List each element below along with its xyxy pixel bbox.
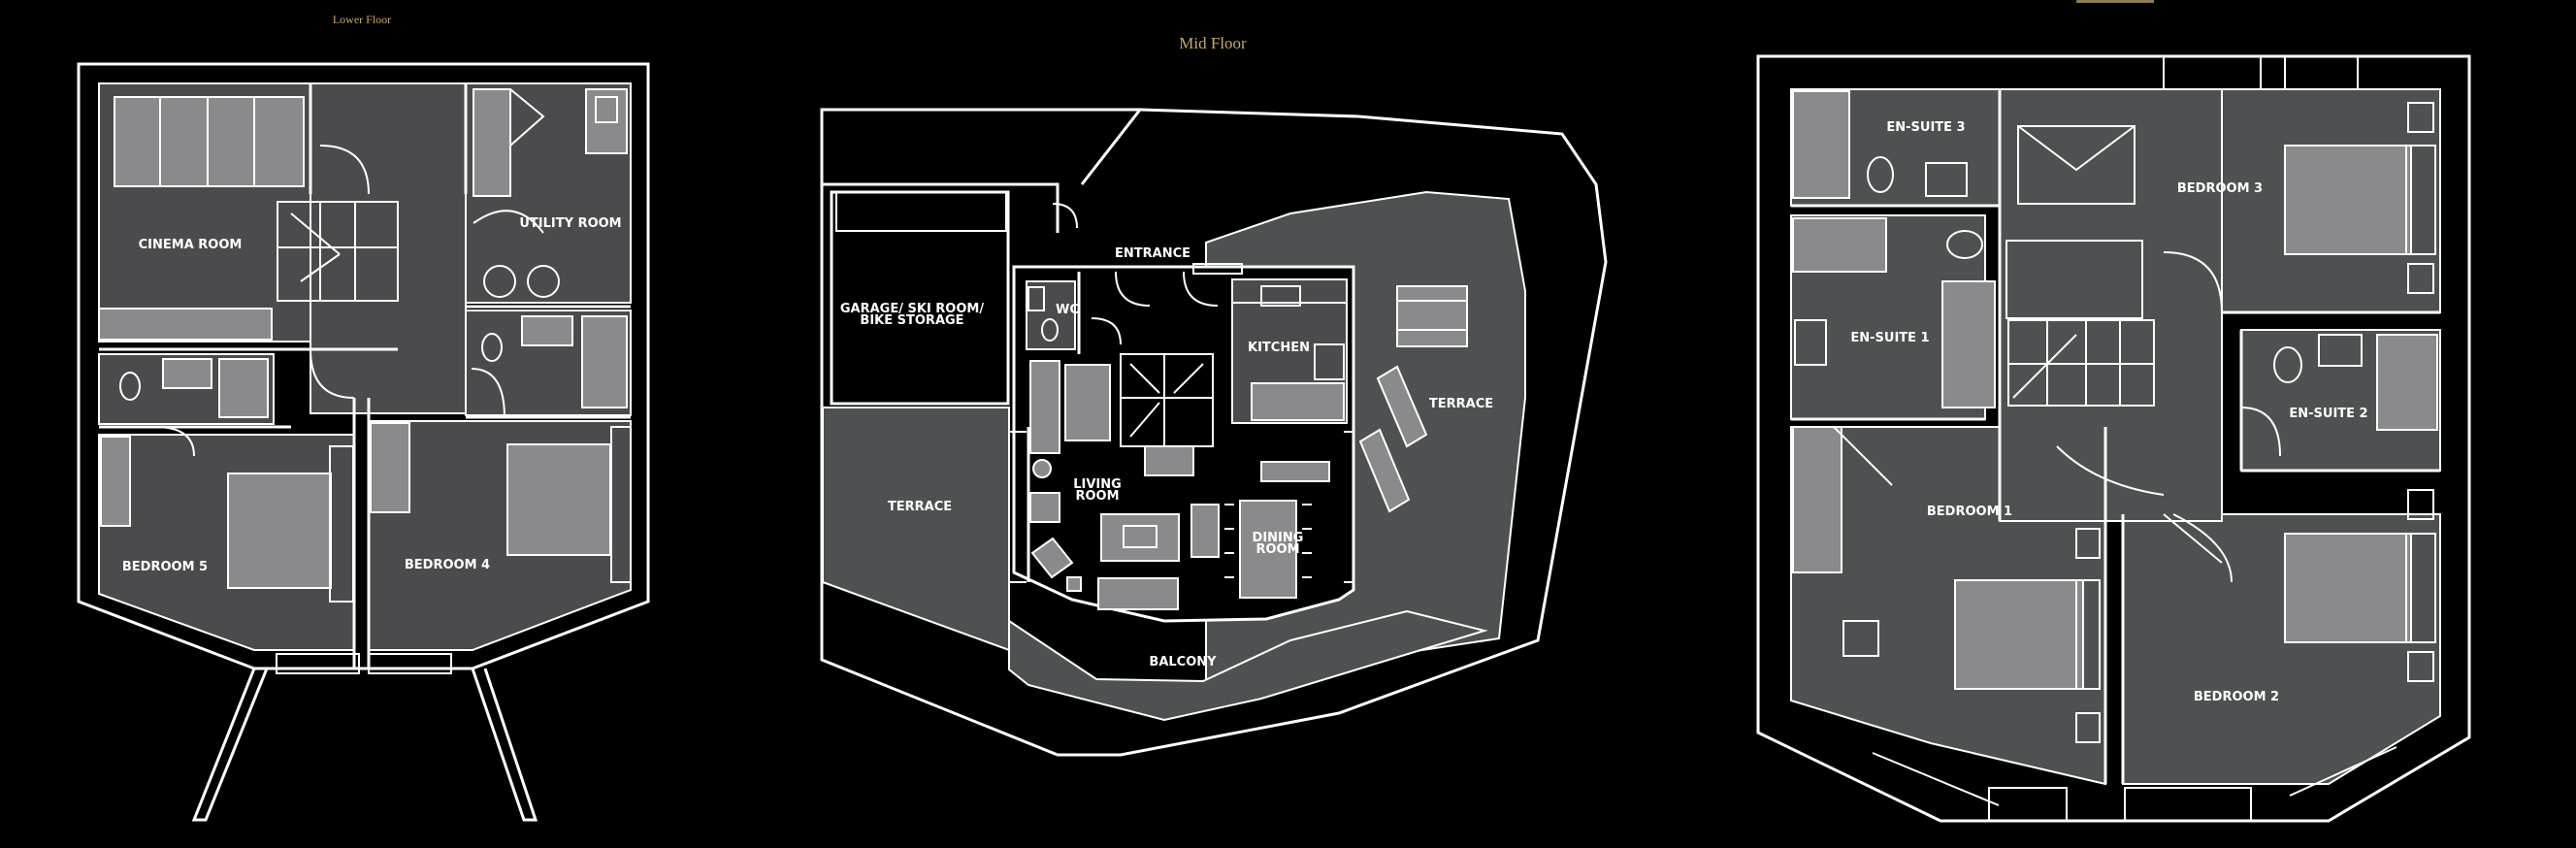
bedroom-4-label: BEDROOM 4	[405, 558, 490, 572]
entrance-label: ENTRANCE	[1115, 246, 1190, 261]
stair-landing	[1144, 445, 1194, 476]
dining-bench	[1260, 461, 1330, 482]
armchair-right	[1190, 504, 1220, 558]
cinema-seats	[114, 96, 305, 187]
wc-room	[1026, 280, 1076, 350]
mid-floor-plan: Mid Floor	[820, 34, 1608, 757]
toilet-icon	[119, 372, 141, 401]
dining-room-label-line2: ROOM	[1255, 542, 1299, 557]
cinema-screen	[98, 308, 273, 341]
bed-bedroom-5	[227, 473, 332, 589]
dryer-icon	[527, 265, 560, 298]
washbasin-icon-ensuite-1	[1794, 319, 1827, 366]
armchair-left	[1029, 492, 1060, 523]
utility-cupboard	[473, 88, 511, 197]
hob-icon	[1314, 343, 1345, 380]
garage-label-line1: GARAGE/ SKI ROOM/	[840, 302, 984, 316]
toilet-icon-ensuite-3	[1867, 156, 1894, 193]
living-room-label-line1: LIVING	[1073, 477, 1122, 492]
mid-floor-outline	[820, 108, 1608, 757]
bathtub-icon	[1941, 280, 1996, 408]
bedroom-5-label: BEDROOM 5	[122, 560, 208, 574]
cinema-room-label: CINEMA ROOM	[139, 238, 243, 252]
shower-icon-ensuite-2	[2376, 334, 2438, 431]
plant-icon	[1032, 459, 1052, 478]
en-suite-1-label: EN-SUITE 1	[1850, 331, 1929, 345]
lower-floor-plan: Lower Floor	[77, 13, 650, 822]
garage-label-line2: BIKE STORAGE	[860, 313, 963, 328]
lower-floor-struts	[191, 668, 538, 822]
shower-icon-2	[581, 315, 628, 408]
wardrobe-bedroom-1	[1792, 426, 1842, 573]
entrance-doors	[1052, 203, 1219, 345]
bed-bedroom-3	[2284, 145, 2412, 255]
shower-icon-ensuite-1	[1792, 217, 1887, 273]
living-tv-unit	[1064, 364, 1111, 441]
upper-floor-plan: EN-SUITE 3 BEDROOM 3 EN-SUITE 1 EN-SUITE…	[1756, 0, 2471, 823]
lower-stairs	[277, 201, 399, 302]
bed-bedroom-4	[506, 443, 611, 556]
washbasin-icon-ensuite-3	[1925, 162, 1968, 197]
balcony-label: BALCONY	[1149, 655, 1217, 669]
sunlounger-2	[1358, 428, 1411, 513]
shower-icon	[218, 358, 269, 418]
garage-ski-bike-storage	[830, 190, 1010, 406]
toilet-icon-ensuite-1	[1946, 230, 1983, 259]
en-suite-3-label: EN-SUITE 3	[1886, 120, 1965, 135]
utility-room-label: UTILITY ROOM	[519, 216, 621, 231]
balcony	[1008, 609, 1488, 722]
armchair-angled	[1030, 537, 1074, 579]
side-table	[1066, 576, 1082, 592]
shower-icon-ensuite-3	[1792, 90, 1850, 199]
toilet-icon-ensuite-2	[2273, 346, 2302, 383]
terrace-left-label: TERRACE	[888, 500, 952, 514]
terrace-right-label: TERRACE	[1429, 397, 1493, 411]
bed-bedroom-1	[1954, 579, 2084, 690]
dining-table	[1239, 500, 1297, 599]
mid-floor-title: Mid Floor	[1179, 34, 1247, 52]
wardrobe-bedroom-4	[370, 422, 410, 513]
living-room-label-line2: ROOM	[1075, 489, 1119, 504]
kitchen-label: KITCHEN	[1248, 341, 1310, 355]
wardrobe-bedroom-5	[100, 436, 131, 527]
upper-floor-outline	[1756, 54, 2471, 823]
toilet-icon-2	[481, 333, 503, 362]
dining-room-label-line1: DINING	[1253, 531, 1304, 545]
sofa-left	[1029, 360, 1060, 454]
washbasin-icon-2	[521, 315, 573, 346]
washbasin-icon-ensuite-2	[2318, 334, 2363, 367]
wc-toilet-icon	[1041, 318, 1059, 342]
kitchen-island	[1251, 382, 1345, 421]
coffee-table	[1100, 513, 1180, 562]
sofa-bottom	[1097, 577, 1179, 610]
lower-windows	[276, 653, 452, 674]
lower-floor-title: Lower Floor	[333, 13, 391, 26]
upper-landing	[1999, 88, 2223, 522]
terrace-left	[822, 407, 1010, 652]
washbasin-icon	[162, 358, 212, 389]
bedroom-1-label: BEDROOM 1	[1927, 505, 2012, 519]
upper-floor-title-fragment	[2076, 0, 2154, 3]
en-suite-2-label: EN-SUITE 2	[2289, 407, 2367, 421]
bedroom-2-label: BEDROOM 2	[2194, 690, 2279, 704]
sunlounger-1	[1376, 365, 1428, 448]
bedroom-3-label: BEDROOM 3	[2177, 181, 2263, 196]
wc-label: WC	[1056, 303, 1079, 317]
terrace-table	[1396, 285, 1468, 347]
washer-icon	[483, 265, 516, 298]
kitchen-sink-icon	[1260, 285, 1301, 307]
bed-bedroom-2	[2284, 533, 2412, 643]
